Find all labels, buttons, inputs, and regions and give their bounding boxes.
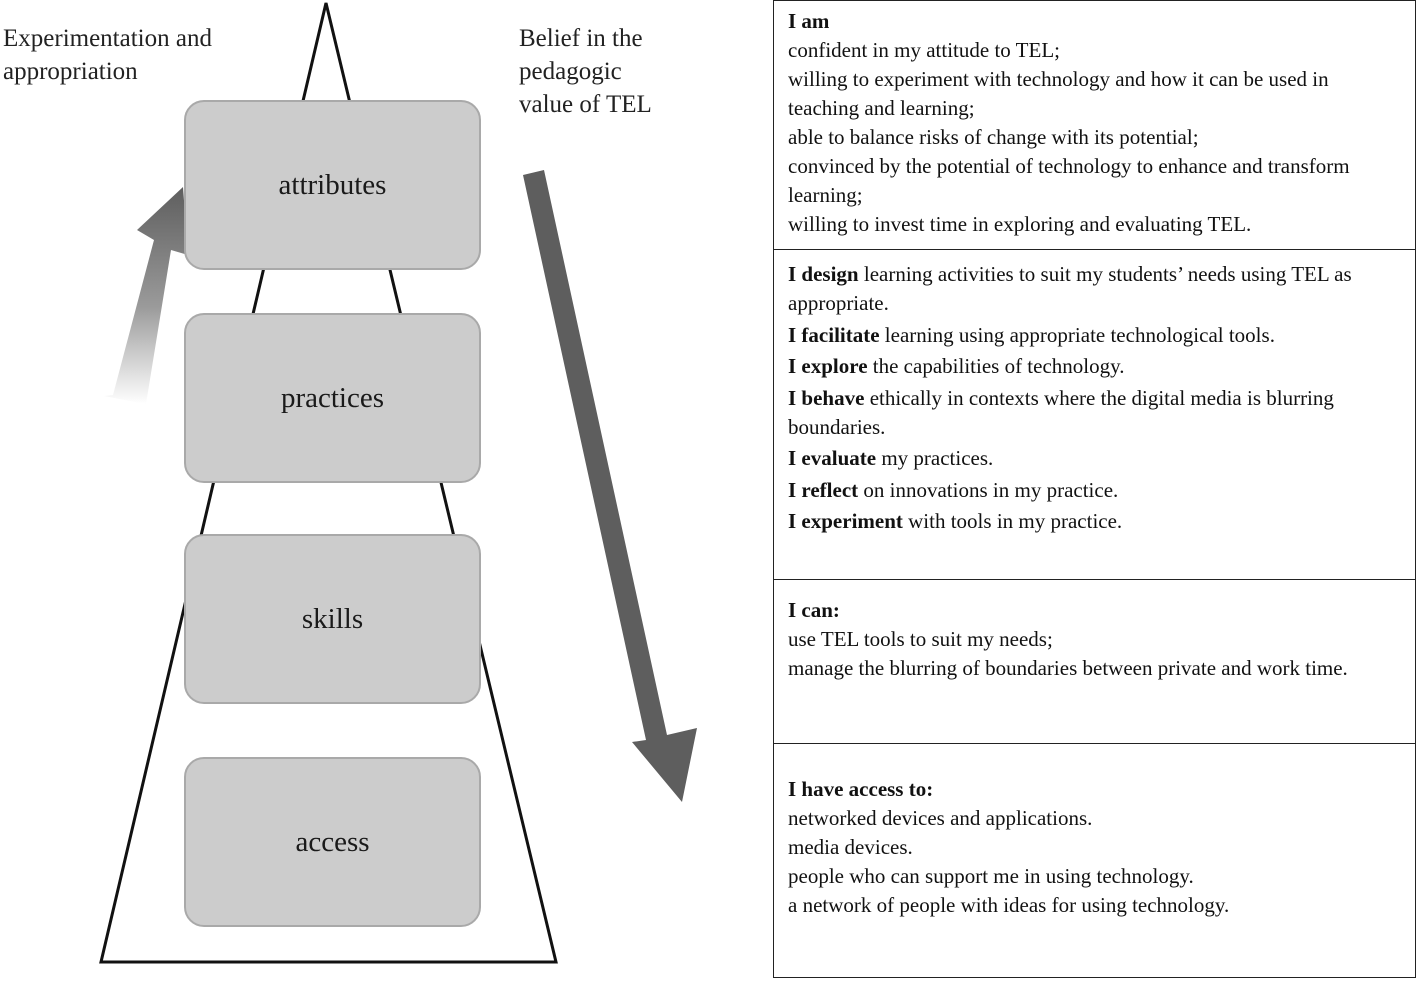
attributes-line: willing to experiment with technology an… <box>788 67 1329 120</box>
skills-line: manage the blurring of boundaries betwee… <box>788 656 1348 680</box>
attributes-line: confident in my attitude to TEL; <box>788 38 1060 62</box>
access-line: networked devices and applications. <box>788 806 1093 830</box>
description-table: I am confident in my attitude to TEL; wi… <box>773 0 1416 978</box>
up-arrow <box>104 187 188 404</box>
practices-item: I explore the capabilities of technology… <box>788 354 1125 378</box>
level-skills: skills <box>184 534 481 704</box>
level-access-label: access <box>295 825 370 858</box>
attributes-line: willing to invest time in exploring and … <box>788 212 1252 236</box>
practices-cell: I design learning activities to suit my … <box>774 249 1415 579</box>
belief-caption: Belief in the pedagogic value of TEL <box>519 25 652 118</box>
practices-item: I facilitate learning using appropriate … <box>788 322 1275 347</box>
access-line: a network of people with ideas for using… <box>788 893 1230 917</box>
experimentation-caption: Experimentation and appropriation <box>3 25 212 85</box>
skills-heading: I can: <box>788 598 840 622</box>
access-line: people who can support me in using techn… <box>788 864 1194 888</box>
level-practices-label: practices <box>280 381 385 414</box>
practices-item: I behave ethically in contexts where the… <box>788 385 1334 439</box>
attributes-line: convinced by the potential of technology… <box>788 154 1350 207</box>
level-skills-label: skills <box>301 602 364 635</box>
skills-line: use TEL tools to suit my needs; <box>788 627 1053 651</box>
level-practices: practices <box>184 313 481 483</box>
level-access: access <box>184 757 481 927</box>
level-attributes: attributes <box>184 100 481 270</box>
practices-item: I design learning activities to suit my … <box>788 262 1352 315</box>
attributes-cell: I am confident in my attitude to TEL; wi… <box>774 1 1415 249</box>
access-heading: I have access to: <box>788 777 934 801</box>
down-arrow <box>523 170 697 802</box>
access-cell: I have access to: networked devices and … <box>774 743 1415 979</box>
practices-item: I evaluate my practices. <box>788 446 994 470</box>
practices-item: I reflect on innovations in my practice. <box>788 477 1119 502</box>
level-attributes-label: attributes <box>278 168 387 201</box>
skills-cell: I can: use TEL tools to suit my needs; m… <box>774 579 1415 743</box>
access-line: media devices. <box>788 835 913 859</box>
practices-item: I experiment with tools in my practice. <box>788 509 1123 533</box>
attributes-heading: I am <box>788 9 830 33</box>
attributes-line: able to balance risks of change with its… <box>788 125 1199 149</box>
